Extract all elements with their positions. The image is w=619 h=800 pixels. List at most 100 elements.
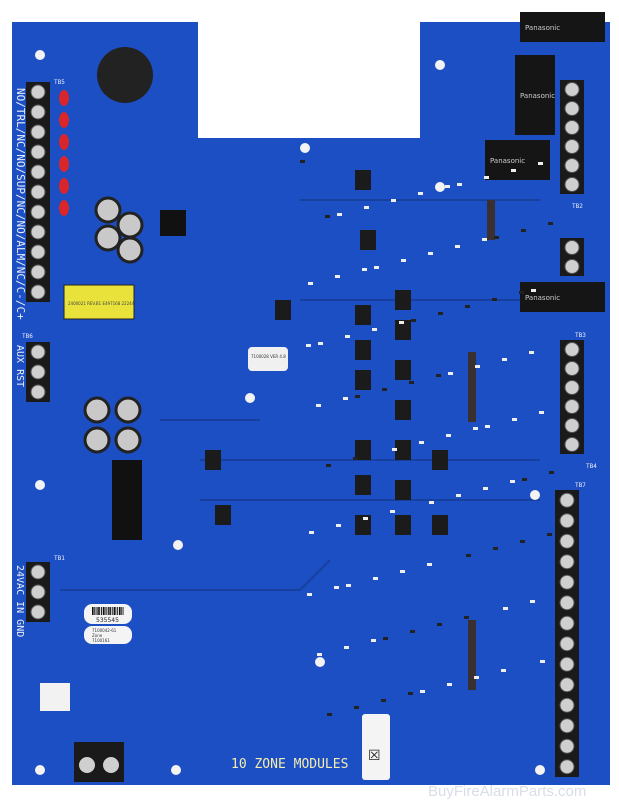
smd-component: [548, 222, 553, 225]
mounting-hole: [535, 765, 545, 775]
smd-component: [318, 342, 323, 345]
smd-component: [512, 418, 517, 421]
terminal-screw: [30, 84, 46, 100]
terminal-screw: [559, 533, 575, 549]
terminal-screw: [559, 615, 575, 631]
smd-component: [355, 395, 360, 398]
relay: [520, 282, 605, 312]
terminal-screw: [30, 104, 46, 120]
terminal-screw: [559, 492, 575, 508]
terminal-screw: [559, 738, 575, 754]
terminal-screw: [30, 144, 46, 160]
smd-component: [410, 630, 415, 633]
mounting-hole: [35, 765, 45, 775]
ic-chip: [395, 290, 411, 310]
terminal-screw: [559, 656, 575, 672]
electrolytic-capacitor: [116, 211, 144, 239]
barcode-bar: [93, 607, 95, 615]
mounting-hole: [35, 50, 45, 60]
smd-component: [336, 524, 341, 527]
smd-component: [502, 358, 507, 361]
terminal-screw: [559, 636, 575, 652]
smd-component: [429, 501, 434, 504]
tb5-label: TB5: [54, 79, 65, 86]
smd-component: [484, 176, 489, 179]
smd-component: [334, 586, 339, 589]
info-line-3: 7100161: [92, 638, 110, 643]
smd-component: [300, 160, 305, 163]
terminal-screw: [559, 759, 575, 775]
tb1-label: TB1: [54, 555, 65, 562]
smd-component: [473, 427, 478, 430]
smd-component: [308, 282, 313, 285]
smd-component: [362, 268, 367, 271]
smd-component: [418, 192, 423, 195]
ceramic-capacitor: [59, 200, 69, 216]
terminal-screw: [559, 697, 575, 713]
smd-component: [411, 319, 416, 322]
barcode-bar: [99, 607, 101, 615]
info-line-2: Zone: [92, 633, 103, 638]
trace: [299, 559, 331, 591]
smd-component: [307, 593, 312, 596]
terminal-screw: [30, 364, 46, 380]
ceramic-capacitor: [59, 156, 69, 172]
smd-component: [510, 480, 515, 483]
terminal-screw: [564, 82, 580, 97]
ic-chip: [395, 440, 411, 460]
ic-chip: [395, 360, 411, 380]
terminal-screw: [30, 164, 46, 180]
ic-chip: [355, 340, 371, 360]
smd-component: [344, 646, 349, 649]
transformer-label: 2400021 REV.B1 E497168 22244: [68, 301, 135, 306]
smd-component: [327, 713, 332, 716]
ceramic-capacitor: [59, 134, 69, 150]
terminal-screw: [564, 361, 580, 376]
electrolytic-capacitor: [116, 236, 144, 264]
smd-component: [382, 388, 387, 391]
smd-component: [493, 547, 498, 550]
electrolytic-capacitor: [114, 396, 142, 424]
barcode-bar: [122, 607, 124, 615]
smd-component: [408, 692, 413, 695]
terminal-screw: [559, 574, 575, 590]
electrolytic-capacitor: [83, 426, 111, 454]
barcode-number: 535545: [96, 617, 119, 624]
smd-component: [521, 229, 526, 232]
smd-component: [346, 584, 351, 587]
barcode-bar: [102, 607, 105, 615]
ic-chip: [395, 480, 411, 500]
ribbon-connector: [487, 200, 495, 240]
barcode-bar: [115, 607, 117, 615]
relay-brand-label: Panasonic: [520, 92, 555, 100]
electrolytic-capacitor: [114, 426, 142, 454]
electrolytic-capacitor: [94, 196, 122, 224]
terminal-screw: [559, 554, 575, 570]
tb4-label: TB4: [586, 463, 597, 470]
barcode-bar: [120, 607, 122, 615]
terminal-screw: [30, 604, 46, 620]
terminal-screw: [30, 244, 46, 260]
ic-chip: [395, 320, 411, 340]
tb3-label: TB3: [575, 332, 586, 339]
smd-component: [474, 676, 479, 679]
terminal-screw: [564, 101, 580, 116]
smd-component: [530, 600, 535, 603]
smd-component: [363, 517, 368, 520]
barcode-bar: [97, 607, 99, 615]
smd-component: [325, 215, 330, 218]
smd-component: [483, 487, 488, 490]
smd-component: [511, 169, 516, 172]
terminal-screw: [103, 757, 119, 773]
smd-component: [372, 328, 377, 331]
smd-component: [540, 660, 545, 663]
smd-component: [456, 494, 461, 497]
smd-component: [401, 259, 406, 262]
ceramic-capacitor: [59, 112, 69, 128]
terminal-block: [560, 340, 584, 454]
smd-component: [353, 457, 358, 460]
terminal-screw: [564, 139, 580, 154]
ic-chip: [432, 515, 448, 535]
smd-component: [364, 206, 369, 209]
